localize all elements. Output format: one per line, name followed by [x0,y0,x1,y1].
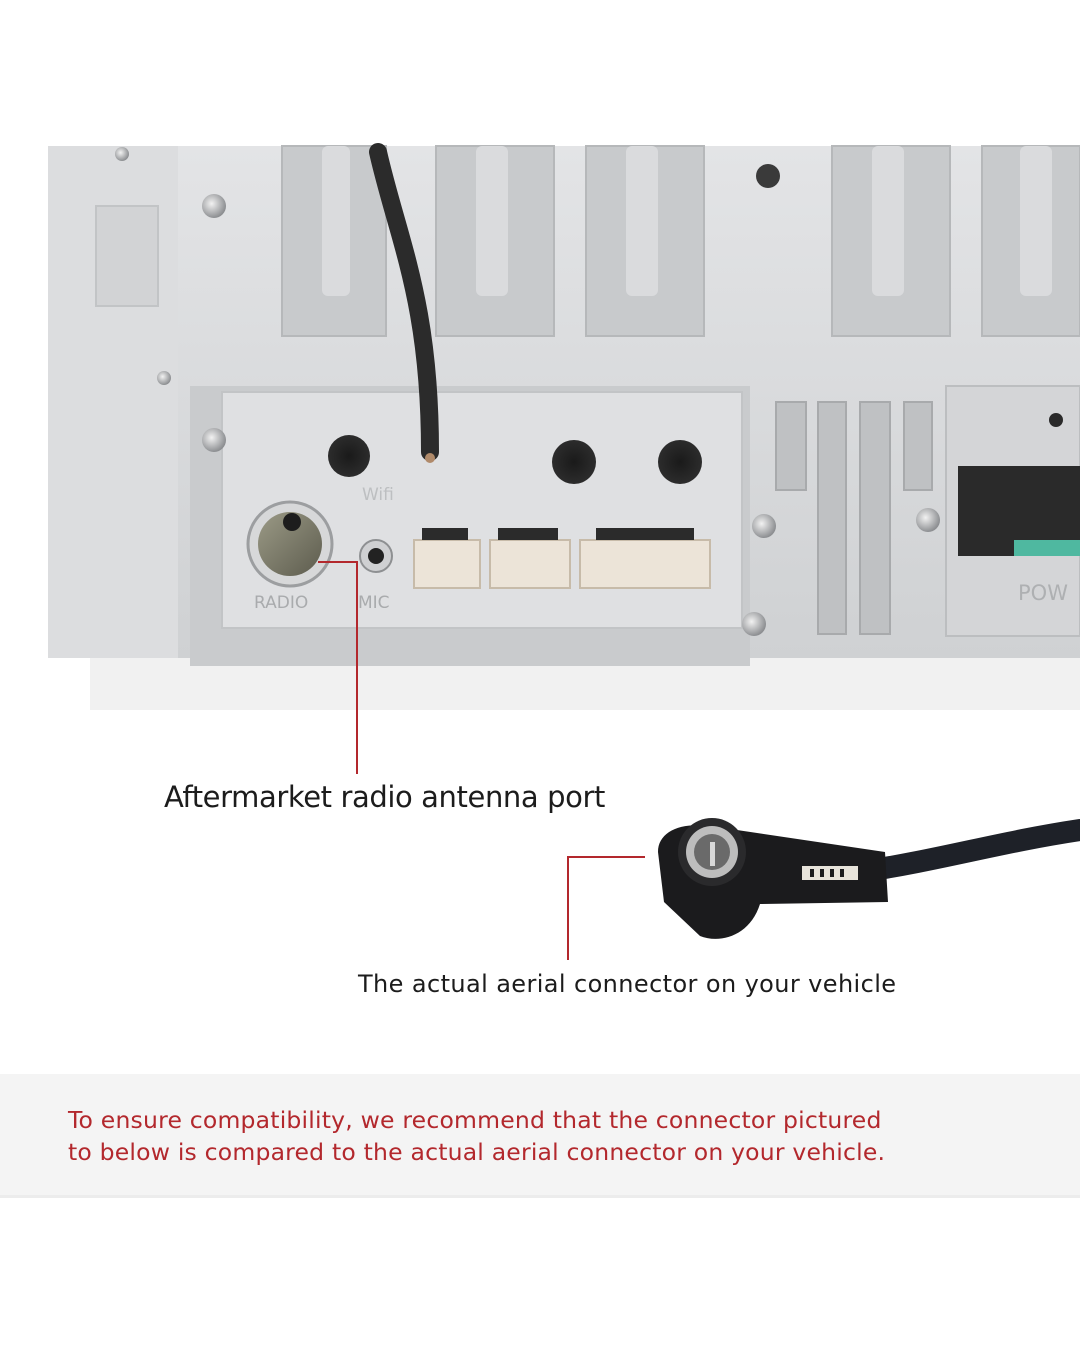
screw-icon [752,514,776,538]
aerial-connector-photo [640,812,1080,952]
vehicle-leader-line [567,856,569,960]
compatibility-note: To ensure compatibility, we recommend th… [68,1104,1028,1168]
screw-icon [115,147,129,161]
svg-text:RADIO: RADIO [254,593,308,613]
vehicle-annotation-label: The actual aerial connector on your vehi… [358,970,897,998]
screw-icon [916,508,940,532]
screw-icon [742,612,766,636]
svg-text:MIC: MIC [358,593,390,613]
port-leader-line [318,561,358,563]
port-leader-line [356,562,358,774]
screw-icon [157,371,171,385]
radio-socket-icon [246,500,334,588]
compatibility-note-line: To ensure compatibility, we recommend th… [68,1106,882,1134]
compatibility-note-band [0,1074,1080,1198]
compatibility-note-line: to below is compared to the actual aeria… [68,1138,886,1166]
screw-icon [202,194,226,218]
svg-text:Wifi: Wifi [362,485,394,505]
mic-jack-icon [359,539,393,573]
head-unit-rear-photo: Wifi RADIO MIC [48,143,1080,710]
screw-icon [202,428,226,452]
wifi-antenna-icon [369,143,439,461]
svg-text:POW: POW [1018,581,1068,605]
port-annotation-label: Aftermarket radio antenna port [164,780,605,814]
vehicle-leader-line [567,856,645,858]
